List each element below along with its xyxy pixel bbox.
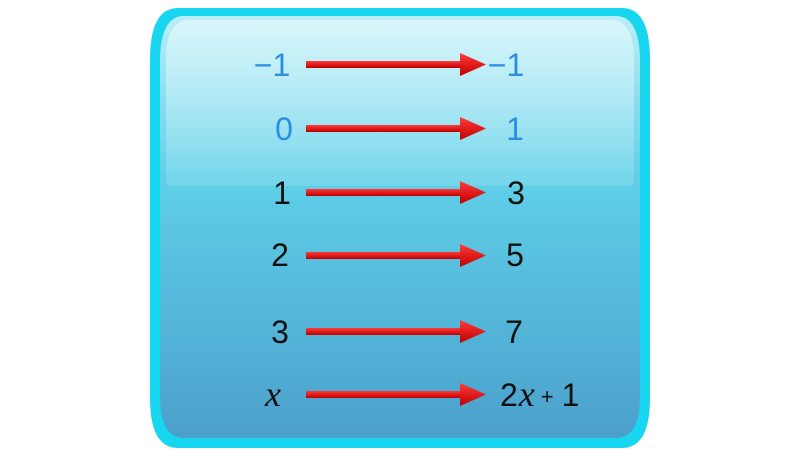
rule-row: x 2x+1 bbox=[264, 374, 579, 414]
arrow bbox=[306, 181, 486, 204]
mapping-row: 3 7 bbox=[271, 314, 523, 350]
arrow bbox=[306, 53, 486, 76]
output-expression: 2x+1 bbox=[500, 374, 579, 414]
output-value: 5 bbox=[506, 237, 524, 273]
output-value: 3 bbox=[507, 175, 525, 211]
output-value: 7 bbox=[505, 314, 523, 350]
input-variable: x bbox=[264, 374, 281, 414]
mapping-row: 1 3 bbox=[273, 175, 525, 211]
panel-gloss bbox=[166, 20, 634, 186]
input-value: −1 bbox=[254, 47, 290, 83]
arrow bbox=[306, 320, 486, 343]
arrow bbox=[306, 244, 486, 267]
arrow bbox=[306, 117, 486, 140]
input-value: 0 bbox=[275, 111, 293, 147]
arrow bbox=[306, 383, 486, 406]
output-value: −1 bbox=[488, 47, 524, 83]
mapping-row: 2 5 bbox=[271, 237, 524, 273]
mapping-row: 0 1 bbox=[275, 111, 524, 147]
output-value: 1 bbox=[506, 111, 524, 147]
panel bbox=[150, 8, 650, 448]
mapping-row: −1 −1 bbox=[254, 47, 524, 83]
output-coefficient: 2 bbox=[500, 377, 518, 413]
input-value: 1 bbox=[273, 175, 291, 211]
output-variable: x bbox=[518, 374, 535, 414]
input-value: 3 bbox=[271, 314, 289, 350]
output-constant: 1 bbox=[562, 377, 580, 413]
output-plus: + bbox=[541, 384, 554, 409]
input-value: 2 bbox=[271, 237, 289, 273]
